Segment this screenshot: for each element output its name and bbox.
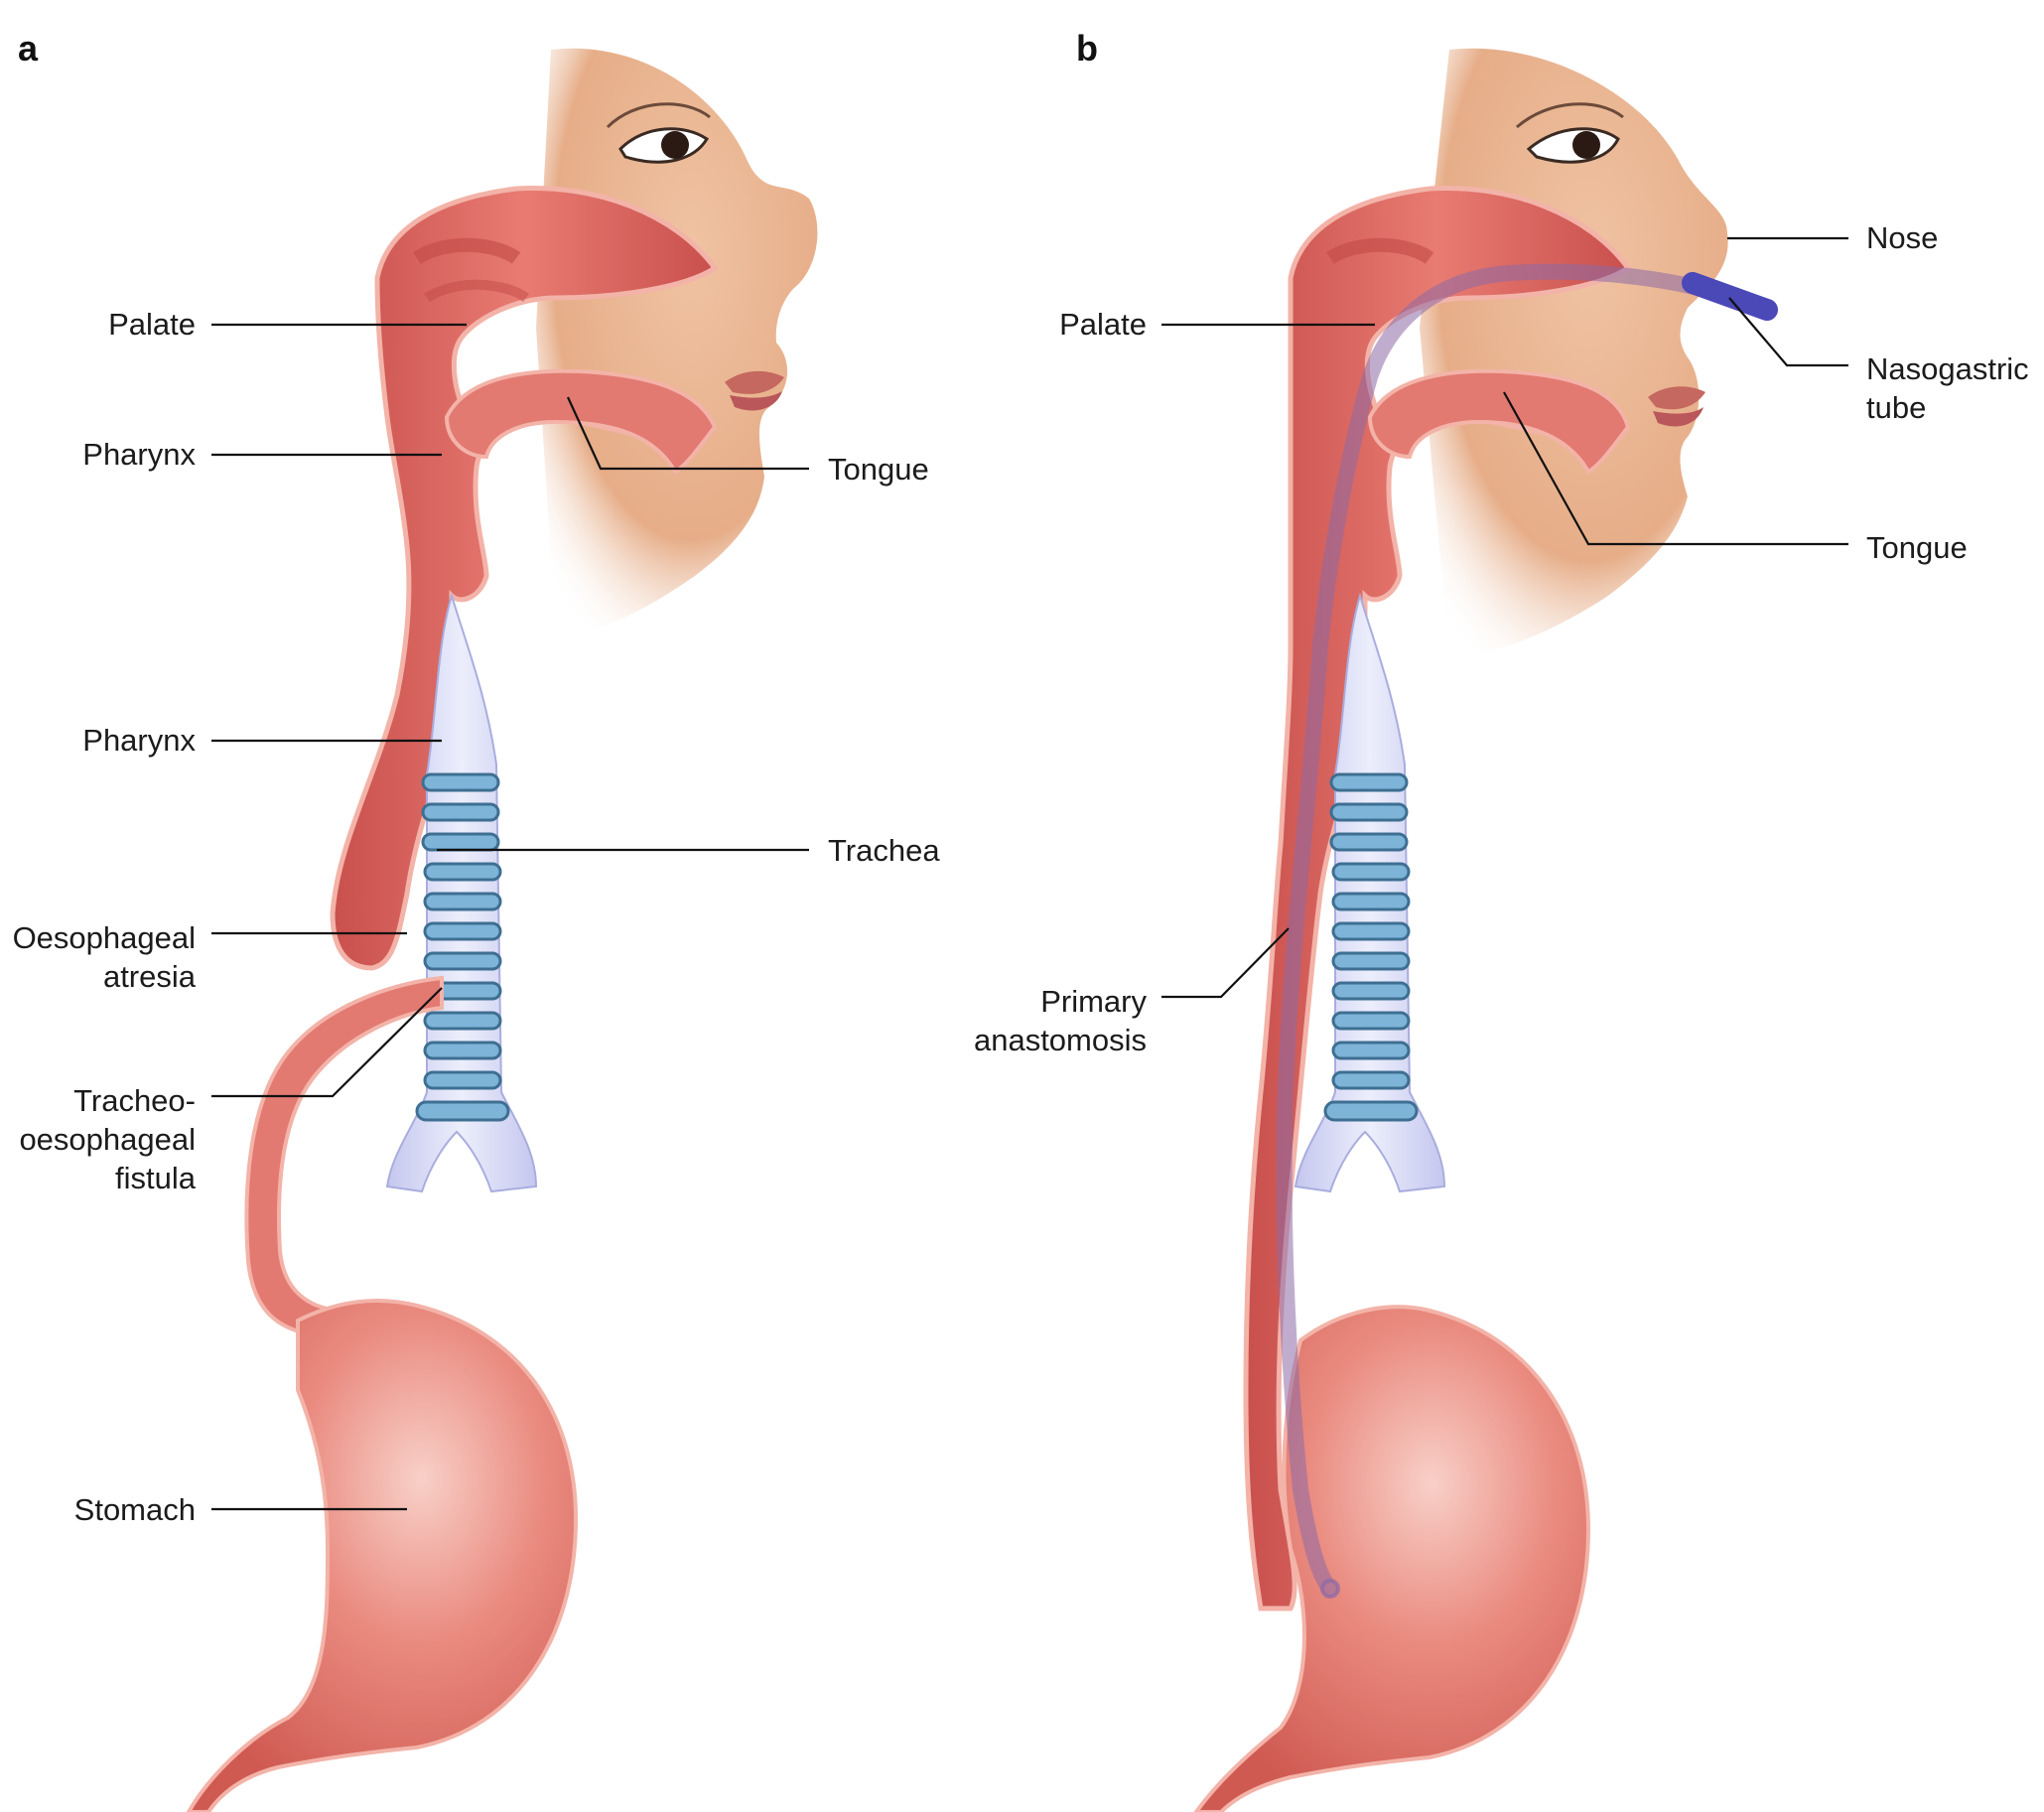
label-primary-anastomosis-line2: anastomosis bbox=[973, 1023, 1147, 1057]
label-nasogastric-tube-line2: tube bbox=[1866, 390, 1927, 425]
label-stomach-a: Stomach bbox=[73, 1492, 196, 1527]
trachea-rings-a bbox=[415, 772, 510, 1122]
label-palate-b: Palate bbox=[1059, 307, 1147, 342]
label-primary-anastomosis-line1: Primary bbox=[1040, 984, 1147, 1019]
label-te-fistula-line1: Tracheo- bbox=[73, 1083, 196, 1118]
panel-a-art bbox=[186, 48, 818, 1812]
lips-b bbox=[1648, 386, 1705, 410]
leader-lines-b bbox=[1161, 236, 1848, 999]
leader-lines-a bbox=[211, 323, 809, 1511]
label-trachea-a: Trachea bbox=[828, 833, 940, 868]
label-tongue-b: Tongue bbox=[1866, 530, 1968, 565]
panel-b-art bbox=[1193, 48, 1778, 1812]
label-nose-b: Nose bbox=[1866, 220, 1939, 255]
lips-a bbox=[725, 370, 784, 394]
label-nasogastric-tube-line1: Nasogastric bbox=[1866, 351, 2029, 386]
label-oesophageal-atresia-line2: atresia bbox=[102, 959, 196, 994]
label-pharynx-lower-a: Pharynx bbox=[82, 723, 196, 758]
label-oesophageal-atresia-line1: Oesophageal bbox=[12, 920, 196, 955]
label-palate-a: Palate bbox=[108, 307, 196, 342]
label-pharynx-upper-a: Pharynx bbox=[82, 437, 196, 472]
label-te-fistula-line3: fistula bbox=[115, 1161, 196, 1195]
trachea-rings-b bbox=[1323, 772, 1419, 1122]
face-a bbox=[536, 48, 818, 635]
nasogastric-tube-path bbox=[1276, 263, 1750, 1597]
panel-letter-b: b bbox=[1076, 28, 1098, 69]
stomach-a bbox=[186, 1299, 579, 1812]
label-tongue-a: Tongue bbox=[828, 452, 929, 487]
tongue-b bbox=[1367, 368, 1631, 475]
panel-letter-a: a bbox=[18, 28, 39, 69]
label-te-fistula-line2: oesophageal bbox=[19, 1122, 196, 1157]
